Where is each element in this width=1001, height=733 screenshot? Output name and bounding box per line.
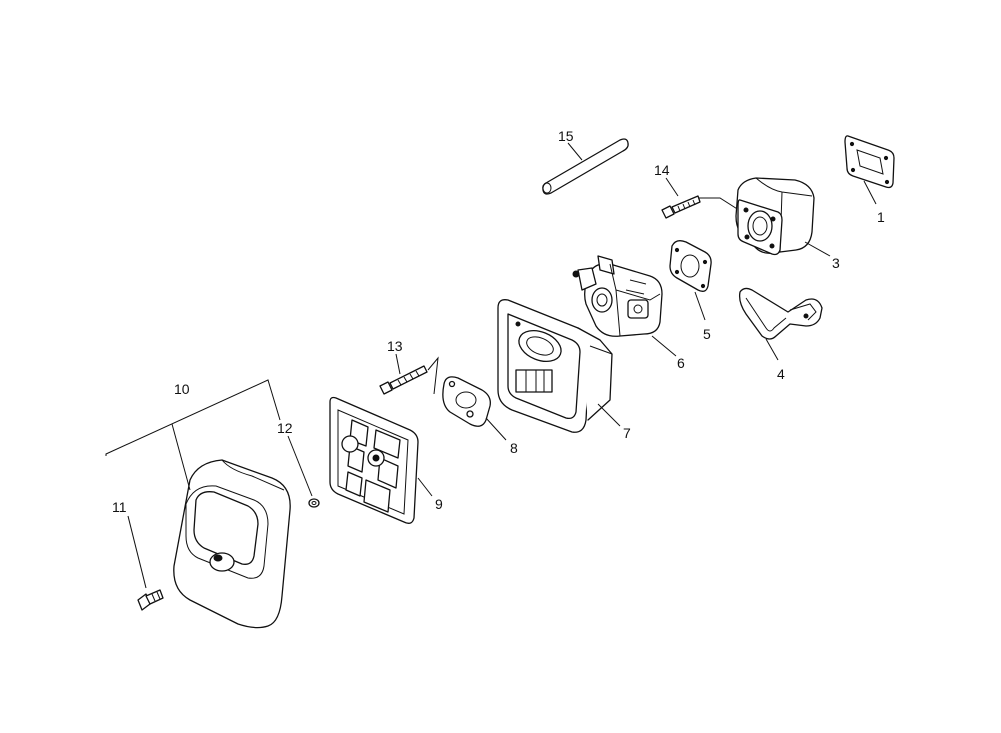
part-13-bolt [379,365,428,395]
part-10-cover [173,459,291,629]
part-8-gasket [442,376,491,427]
callout-7: 7 [623,425,631,441]
callout-3: 3 [832,255,840,271]
part-12-washer [308,498,320,508]
callout-4: 4 [777,366,785,382]
callout-5: 5 [703,326,711,342]
callout-15: 15 [558,128,574,144]
part-9-filter-element [329,396,419,524]
part-7-filter-base [497,299,613,433]
part-1-gasket [844,135,895,189]
callout-11: 11 [112,499,127,515]
callout-14: 14 [654,162,670,178]
part-14-bolt [661,195,701,219]
callout-6: 6 [677,355,685,371]
part-6-carburetor [572,255,663,337]
callout-10: 10 [174,381,190,397]
callout-9: 9 [435,496,443,512]
part-15-rod [542,138,629,195]
callout-8: 8 [510,440,518,456]
callout-12: 12 [277,420,293,436]
callout-1: 1 [877,209,885,225]
part-3-housing-block [735,177,815,256]
part-4-bracket [738,287,823,340]
callout-13: 13 [387,338,403,354]
part-11-screw [137,589,164,611]
part-5-gasket [669,240,712,292]
